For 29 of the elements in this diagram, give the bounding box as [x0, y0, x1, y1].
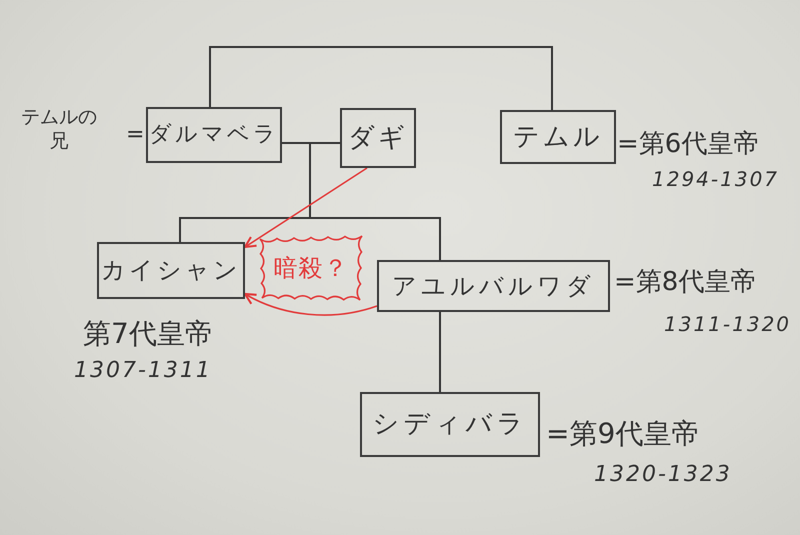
name-box: [97, 242, 245, 299]
relation-note: テムルの兄: [20, 106, 98, 154]
callout-text: 暗殺？: [274, 254, 348, 282]
reign-years: 1320-1323: [594, 461, 732, 488]
reign-years: 1307-1311: [74, 357, 212, 384]
arrow: [244, 292, 378, 316]
reign-years: 1311-1320: [664, 312, 792, 337]
name-box: [500, 110, 616, 164]
person-name: ダギ: [348, 124, 408, 152]
family-line: [439, 312, 441, 392]
arrow: [244, 167, 368, 248]
equals-sign: =: [126, 121, 144, 148]
emperor-title: =第8代皇帝: [614, 266, 756, 298]
emperor-title: =第6代皇帝: [617, 128, 760, 160]
family-line: [309, 142, 441, 260]
family-line: [209, 46, 553, 110]
emperor-title: 第7代皇帝: [83, 316, 213, 351]
name-box: [146, 107, 282, 163]
name-box: [360, 392, 540, 457]
person-name: シディバラ: [372, 410, 528, 439]
burst-callout: [258, 234, 364, 302]
name-box: [340, 108, 416, 168]
person-name: ダルマベラ: [149, 122, 279, 148]
name-box: [377, 260, 610, 312]
person-name: アユルバルワダ: [392, 272, 595, 300]
person-name: カイシャン: [101, 257, 241, 284]
person-name: テムル: [513, 122, 603, 152]
reign-years: 1294-1307: [652, 167, 780, 192]
emperor-title: =第9代皇帝: [546, 416, 700, 451]
